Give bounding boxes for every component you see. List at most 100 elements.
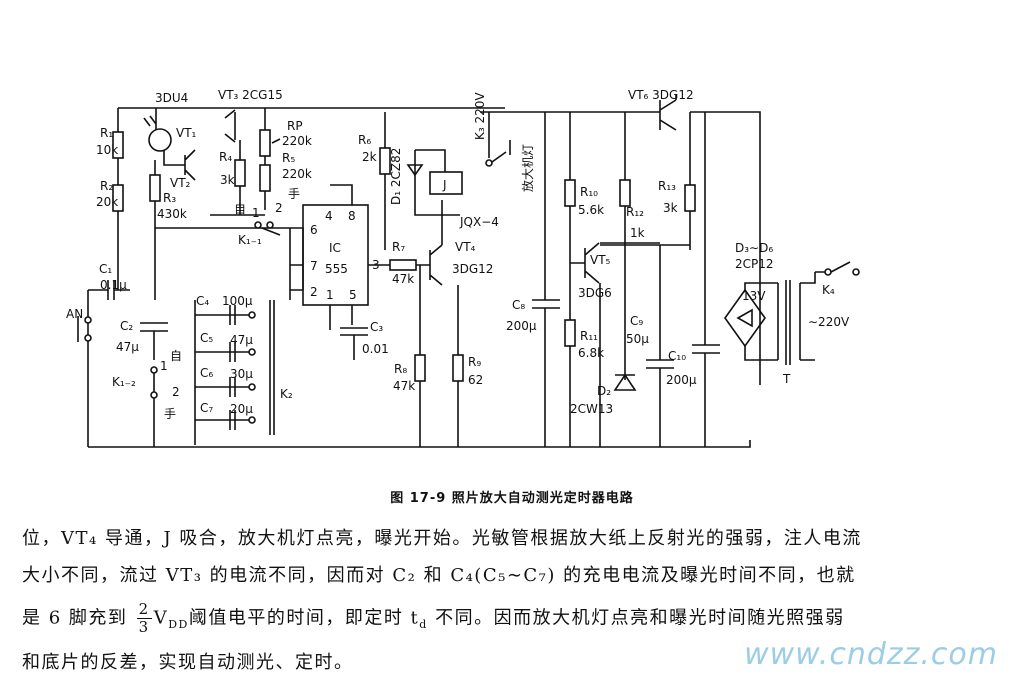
resistor-r2: [112, 184, 124, 212]
resistor-r7: [389, 259, 417, 271]
svg-text:手: 手: [164, 407, 176, 421]
svg-text:7: 7: [310, 259, 318, 273]
resistor-r8: [414, 354, 426, 382]
transistor-vt4: [416, 200, 443, 286]
svg-text:J: J: [442, 178, 447, 192]
svg-text:6.8k: 6.8k: [578, 346, 604, 360]
svg-text:手: 手: [288, 187, 300, 201]
svg-text:2: 2: [310, 285, 318, 299]
line3-end: 不同。因而放大机灯点亮和曝光时间随光照强弱: [427, 607, 845, 629]
svg-text:50μ: 50μ: [626, 332, 649, 346]
svg-text:3DU4: 3DU4: [155, 91, 188, 105]
svg-text:JQX−4: JQX−4: [459, 215, 499, 229]
svg-text:C₁: C₁: [99, 262, 112, 276]
button-an: [77, 316, 92, 342]
svg-text:C₄: C₄: [196, 294, 209, 308]
resistor-r4: [234, 159, 246, 187]
svg-text:200μ: 200μ: [506, 319, 537, 333]
svg-text:2CP12: 2CP12: [735, 257, 774, 271]
svg-text:47k: 47k: [393, 379, 415, 393]
svg-text:R₁₁: R₁₁: [580, 329, 598, 343]
capacitor-bank: [194, 300, 275, 445]
line3-start: 是 6 脚充到: [22, 607, 128, 629]
svg-text:3DG12: 3DG12: [452, 262, 493, 276]
svg-text:555: 555: [325, 262, 348, 276]
vdd-subscript: DD: [168, 618, 189, 632]
vdd-symbol: V: [153, 607, 169, 629]
svg-text:6: 6: [310, 223, 318, 237]
figure-caption: 图 17-9 照片放大自动测光定时器电路: [390, 491, 634, 506]
svg-text:10k: 10k: [96, 143, 118, 157]
resistor-r1: [112, 131, 124, 159]
resistor-r13: [684, 184, 696, 212]
svg-text:C₆: C₆: [200, 366, 213, 380]
svg-text:2k: 2k: [362, 150, 377, 164]
phototransistor-3du4: [143, 108, 185, 166]
svg-text:VT₅: VT₅: [590, 253, 611, 267]
bridge-rectifier: [724, 282, 778, 361]
paragraph-line-2: 大小不同，流过 VT₃ 的电流不同，因而对 C₂ 和 C₄(C₅∼C₇) 的充电…: [22, 565, 856, 586]
svg-text:20μ: 20μ: [230, 402, 253, 416]
capacitor-c1: [88, 280, 130, 300]
switch-k4: [815, 261, 860, 276]
line3-middle: 阈值电平的时间，即定时 t: [188, 607, 420, 629]
svg-text:5: 5: [349, 288, 357, 302]
capacitor-c9: [646, 245, 674, 447]
svg-text:R₁: R₁: [100, 126, 113, 140]
resistor-r9: [452, 354, 464, 382]
svg-text:AN: AN: [66, 307, 83, 321]
svg-text:自: 自: [234, 202, 246, 216]
svg-text:R₁₀: R₁₀: [580, 185, 598, 199]
svg-text:4: 4: [325, 209, 333, 223]
svg-text:C₁₀: C₁₀: [668, 349, 686, 363]
svg-text:C₂: C₂: [120, 319, 133, 333]
svg-text:100μ: 100μ: [222, 294, 253, 308]
switch-k1-2: [150, 366, 158, 447]
svg-text:3k: 3k: [663, 201, 678, 215]
svg-text:D₂: D₂: [597, 384, 611, 398]
resistor-r5: [259, 164, 271, 192]
svg-text:R₂: R₂: [100, 179, 113, 193]
svg-text:20k: 20k: [96, 195, 118, 209]
svg-text:C₅: C₅: [200, 331, 213, 345]
svg-text:R₉: R₉: [468, 355, 481, 369]
svg-text:2: 2: [275, 201, 283, 215]
capacitor-c8: [532, 112, 560, 447]
svg-text:R₃: R₃: [163, 191, 176, 205]
svg-text:1k: 1k: [630, 226, 645, 240]
svg-text:3: 3: [372, 258, 380, 272]
svg-text:1: 1: [326, 288, 334, 302]
svg-text:R₆: R₆: [358, 133, 371, 147]
svg-text:R₇: R₇: [392, 240, 405, 254]
svg-text:220k: 220k: [282, 167, 312, 181]
resistor-r12: [619, 179, 631, 207]
resistor-r11: [564, 319, 576, 347]
svg-text:13V: 13V: [742, 289, 766, 303]
svg-text:0.1μ: 0.1μ: [100, 278, 127, 292]
circuit-schematic: 3DU4 VT₃ 2CG15 VT₆ 3DG12 VT₁ VT₂ R₁ 10k …: [66, 88, 860, 448]
svg-text:47μ: 47μ: [230, 333, 253, 347]
svg-text:47μ: 47μ: [116, 340, 139, 354]
svg-text:VT₆ 3DG12: VT₆ 3DG12: [628, 88, 694, 102]
svg-text:1: 1: [252, 206, 260, 220]
capacitor-c10: [692, 112, 720, 447]
resistor-r3: [149, 174, 161, 202]
svg-text:D₃∼D₆: D₃∼D₆: [735, 241, 773, 255]
svg-text:K₃ 220V: K₃ 220V: [473, 92, 487, 140]
svg-text:1: 1: [160, 359, 168, 373]
capacitor-c2: [140, 322, 168, 360]
ic-555: [302, 204, 369, 306]
transistor-vt6: [640, 95, 677, 131]
svg-text:K₄: K₄: [822, 283, 835, 297]
transistor-vt5: [570, 242, 660, 447]
resistor-r6: [379, 147, 391, 175]
svg-text:放大机灯: 放大机灯: [520, 144, 535, 192]
switch-k2: [269, 300, 275, 435]
svg-text:自: 自: [170, 349, 182, 363]
svg-text:430k: 430k: [157, 207, 187, 221]
svg-text:220k: 220k: [282, 134, 312, 148]
svg-text:VT₂: VT₂: [170, 176, 191, 190]
svg-text:2CW13: 2CW13: [570, 402, 613, 416]
svg-text:C₈: C₈: [512, 298, 525, 312]
paragraph-line-4: 和底片的反差，实现自动测光、定时。: [22, 652, 354, 673]
